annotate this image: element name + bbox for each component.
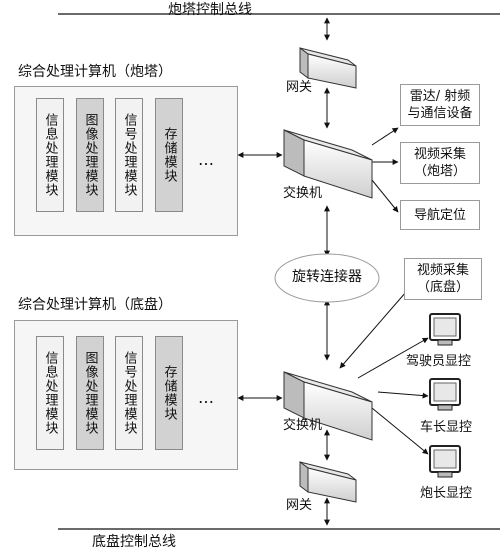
monitor-commander-icon bbox=[429, 378, 461, 411]
bottom-bus-label: 底盘控制总线 bbox=[92, 534, 176, 550]
turret-module-image: 图像处理模块 bbox=[76, 98, 104, 212]
turret-module-info: 信息处理模块 bbox=[36, 98, 64, 212]
turret-module-storage: 存储模块 bbox=[155, 98, 183, 212]
chassis-module-image: 图像处理模块 bbox=[76, 336, 104, 450]
gunner-display-label: 炮长显控 bbox=[420, 486, 473, 501]
gateway-top-label: 网关 bbox=[286, 80, 313, 95]
turret-module-signal: 信号处理模块 bbox=[115, 98, 143, 212]
chassis-module-storage: 存储模块 bbox=[155, 336, 183, 450]
arrow-video-chassis-switch bbox=[339, 291, 407, 369]
switch-bottom-label: 交换机 bbox=[283, 418, 323, 433]
gateway-bottom-label: 网关 bbox=[286, 498, 313, 513]
switch-top-device bbox=[283, 129, 373, 199]
driver-display-label: 驾驶员显控 bbox=[406, 354, 472, 369]
arrow-switch-commander bbox=[377, 391, 429, 399]
chassis-computer-title: 综合处理计算机（底盘） bbox=[18, 297, 172, 313]
video-capture-turret-box: 视频采集 （炮塔） bbox=[400, 142, 480, 184]
monitor-driver-icon bbox=[429, 313, 461, 346]
monitor-gunner-icon bbox=[429, 445, 461, 478]
switch-bottom-device bbox=[283, 371, 373, 441]
gateway-top-device bbox=[299, 47, 357, 89]
chassis-module-signal: 信号处理模块 bbox=[115, 336, 143, 450]
chassis-module-ellipsis: … bbox=[198, 388, 215, 407]
arrow-switch-driver bbox=[357, 337, 429, 379]
top-bus-label: 炮塔控制总线 bbox=[168, 2, 252, 18]
turret-module-ellipsis: … bbox=[198, 150, 215, 169]
video-capture-chassis-box: 视频采集 （底盘） bbox=[404, 258, 482, 300]
commander-display-label: 车长显控 bbox=[420, 420, 473, 435]
arrow-switch-radar bbox=[371, 127, 399, 146]
rotary-connector-shape bbox=[274, 253, 380, 303]
turret-computer-title: 综合处理计算机（炮塔） bbox=[18, 64, 172, 80]
rotary-connector-label: 旋转连接器 bbox=[292, 269, 362, 285]
arrow-switch-gunner bbox=[371, 407, 429, 455]
chassis-module-info: 信息处理模块 bbox=[36, 336, 64, 450]
switch-top-label: 交换机 bbox=[283, 186, 323, 201]
radar-rf-comm-box: 雷达/ 射频 与通信设备 bbox=[400, 84, 480, 126]
arrow-switch-navigation bbox=[371, 179, 399, 213]
navigation-box: 导航定位 bbox=[400, 200, 480, 230]
gateway-bottom-device bbox=[299, 461, 357, 503]
